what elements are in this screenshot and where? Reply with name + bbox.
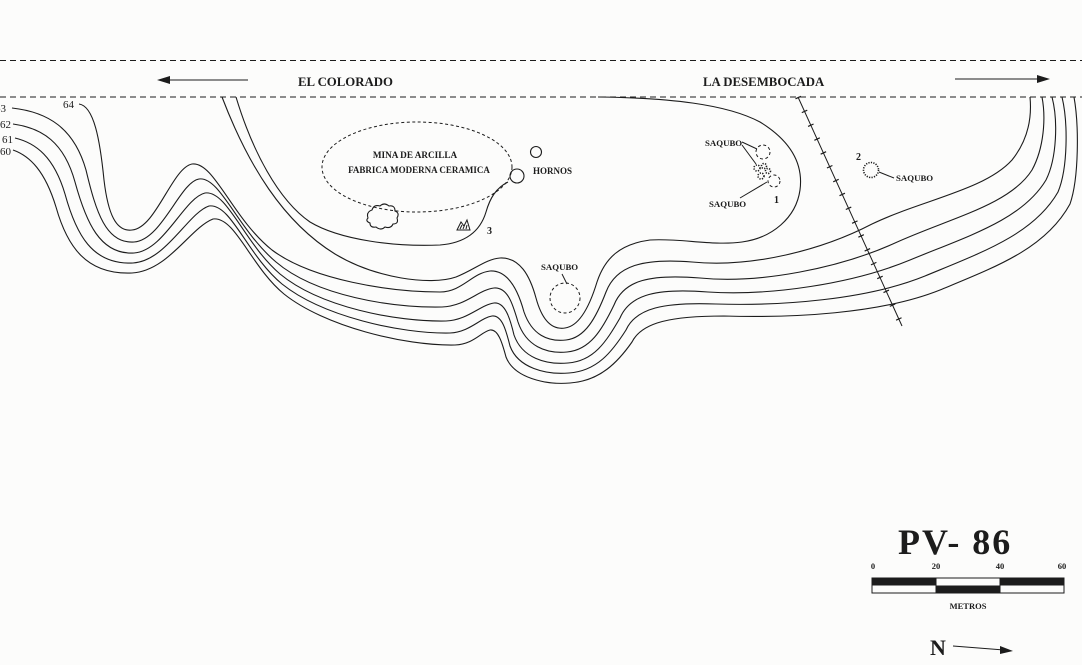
saqubo-group-2: 2 SAQUBO bbox=[856, 152, 933, 183]
scale-segment-1 bbox=[872, 578, 936, 586]
direction-right-label: LA DESEMBOCADA bbox=[703, 75, 825, 89]
direction-left: EL COLORADO bbox=[157, 75, 393, 89]
railway-track-icon bbox=[795, 95, 905, 328]
saqubo-center-pit bbox=[549, 282, 581, 314]
railway-line bbox=[797, 96, 903, 327]
scale-tick-40: 40 bbox=[996, 561, 1005, 571]
saqubo-group1-upper-label: SAQUBO bbox=[705, 138, 742, 148]
saqubo-group1-pit-small-d bbox=[764, 167, 772, 175]
saqubo-group1-pit-upper bbox=[755, 144, 771, 160]
scale-tick-0: 0 bbox=[871, 561, 875, 571]
feature-3: 3 bbox=[456, 218, 492, 237]
saqubo-group1-pit-small-b bbox=[760, 162, 768, 170]
scale-tick-60: 60 bbox=[1058, 561, 1067, 571]
contour-62 bbox=[12, 96, 1057, 364]
saqubo-group1-pit-lower bbox=[767, 174, 781, 188]
contour-inner bbox=[221, 96, 802, 329]
contour-label-64: 64 bbox=[63, 99, 75, 111]
contour-60 bbox=[12, 96, 1078, 384]
north-arrow-head bbox=[1000, 646, 1013, 654]
tree-icon bbox=[366, 203, 399, 230]
saqubo-group1-lower-label: SAQUBO bbox=[709, 199, 746, 209]
saqubo-group1-pit-small-c bbox=[757, 172, 765, 180]
saqubo-group-1: SAQUBO SAQUBO 1 bbox=[705, 138, 781, 209]
contour-label-61: 61 bbox=[2, 134, 13, 146]
north-arrow-icon bbox=[952, 645, 1005, 651]
mine-label: MINA DE ARCILLA bbox=[373, 150, 458, 160]
kilns-label: HORNOS bbox=[533, 166, 572, 176]
saqubo-group1-leader-c bbox=[739, 181, 768, 199]
contour-label-63: 63 bbox=[0, 103, 7, 115]
contour-61 bbox=[14, 96, 1067, 374]
clay-mine: MINA DE ARCILLA FABRICA MODERNA CERAMICA bbox=[321, 121, 513, 213]
scale-tick-20: 20 bbox=[932, 561, 941, 571]
scale-segment-3 bbox=[1000, 578, 1064, 586]
kiln-circle-upper bbox=[529, 145, 543, 159]
scale-segment-2 bbox=[936, 585, 1000, 593]
factory-label: FABRICA MODERNA CERAMICA bbox=[348, 165, 490, 175]
saqubo-group2-pit bbox=[862, 161, 880, 179]
saqubo-group1-pit-small-a bbox=[753, 164, 761, 172]
contour-label-62: 62 bbox=[0, 119, 11, 131]
feature-3-number: 3 bbox=[487, 226, 492, 237]
mine-boundary bbox=[321, 121, 513, 213]
contour-63 bbox=[11, 96, 1045, 353]
scale-outline bbox=[871, 577, 1065, 594]
direction-left-label: EL COLORADO bbox=[298, 75, 393, 89]
saqubo-center-leader bbox=[561, 273, 568, 285]
plan-title: PV- 86 bbox=[898, 522, 1012, 562]
kiln-circle-lower bbox=[509, 168, 525, 184]
saqubo-group2-leader bbox=[878, 171, 895, 179]
feature-3-symbol bbox=[456, 218, 471, 231]
contour-mine-edge bbox=[235, 96, 509, 246]
saqubo-center: SAQUBO bbox=[541, 262, 581, 314]
scale-bar: 0 20 40 60 METROS bbox=[871, 561, 1066, 611]
contour-64 bbox=[78, 96, 1031, 341]
north-label: N bbox=[930, 635, 946, 660]
group-1-number: 1 bbox=[774, 195, 779, 206]
arrow-left-head bbox=[157, 76, 170, 84]
scale-unit: METROS bbox=[950, 601, 987, 611]
saqubo-group1-leader-b bbox=[741, 144, 757, 165]
kilns: HORNOS bbox=[509, 145, 572, 184]
arrow-right-head bbox=[1037, 75, 1050, 83]
saqubo-center-label: SAQUBO bbox=[541, 262, 578, 272]
group-2-number: 2 bbox=[856, 152, 861, 163]
contour-label-60: 60 bbox=[0, 146, 12, 158]
saqubo-group2-label: SAQUBO bbox=[896, 173, 933, 183]
direction-right: LA DESEMBOCADA bbox=[703, 75, 1050, 89]
saqubo-group1-leader-a bbox=[741, 141, 758, 150]
north-indicator: N bbox=[930, 635, 1013, 660]
